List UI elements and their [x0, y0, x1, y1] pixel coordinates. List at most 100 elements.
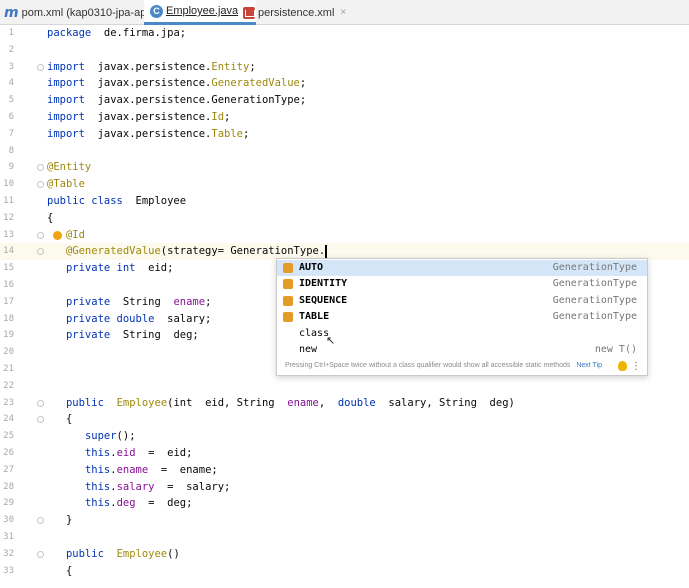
fold-marker-icon[interactable] [37, 181, 44, 189]
code-token [47, 430, 85, 442]
code-token: Table [211, 127, 243, 140]
completion-type: GenerationType [552, 278, 637, 290]
code-token: eid; [135, 262, 174, 275]
tab-employee-java[interactable]: C Employee.java × [144, 0, 256, 25]
fold-marker-icon[interactable] [37, 248, 44, 256]
code-token: . [110, 447, 117, 459]
code-token: public [65, 547, 104, 560]
code-line[interactable]: 18 private double salary; [0, 311, 689, 328]
line-number: 22 [3, 380, 14, 391]
code-line[interactable]: 26 this.eid = eid; [0, 445, 689, 462]
fold-marker-icon[interactable] [37, 416, 44, 424]
code-text: import javax.persistence.GenerationType; [47, 92, 306, 109]
tab-label: pom.xml (kap0310-jpa-app) [21, 6, 157, 19]
code-token: javax.persistence. [84, 111, 212, 123]
completion-name: AUTO [299, 262, 324, 273]
fold-marker-icon[interactable] [37, 399, 44, 407]
fold-marker-icon[interactable] [37, 164, 44, 172]
tab-persistence-xml[interactable]: persistence.xml × [243, 0, 346, 25]
code-line[interactable]: 27 this.ename = ename; [0, 462, 689, 479]
enum-constant-icon [283, 312, 293, 323]
code-token: this [84, 497, 111, 510]
completion-name: new [299, 344, 318, 355]
code-token [47, 262, 66, 274]
code-text: @GeneratedValue(strategy= GenerationType… [47, 243, 328, 260]
code-line[interactable]: 10@Table [0, 176, 689, 193]
code-line[interactable]: 9@Entity [0, 159, 689, 176]
code-line[interactable]: 29 this.deg = deg; [0, 495, 689, 512]
code-line[interactable]: 21 [0, 361, 689, 378]
code-line[interactable]: 15 private int eid; [0, 260, 689, 277]
code-token: import [47, 94, 85, 107]
code-token: Id [211, 111, 225, 123]
completion-type: GenerationType [552, 294, 637, 306]
code-line[interactable]: 28 this.salary = salary; [0, 479, 689, 496]
code-token: . [110, 463, 117, 476]
close-icon[interactable]: × [340, 7, 347, 18]
lightbulb-icon[interactable] [618, 361, 627, 371]
fold-marker-icon[interactable] [37, 550, 44, 558]
code-line[interactable]: 33 { [0, 563, 689, 580]
code-text: this.salary = salary; [47, 479, 230, 496]
code-token: . [110, 497, 117, 510]
code-line[interactable]: 16 [0, 277, 689, 294]
code-token: ; [249, 60, 256, 73]
code-token: = salary; [154, 480, 231, 493]
code-line[interactable]: 13 @Id [0, 227, 689, 244]
intention-bulb-icon[interactable] [53, 230, 62, 240]
code-line[interactable]: 30 } [0, 512, 689, 529]
code-line[interactable]: 19 private String deg; [0, 327, 689, 344]
code-line[interactable]: 31 [0, 529, 689, 546]
code-token: (); [116, 430, 136, 443]
line-number: 13 [3, 229, 14, 240]
code-text: { [47, 210, 53, 227]
code-text: this.deg = deg; [47, 495, 193, 512]
code-line[interactable]: 20 [0, 344, 689, 361]
code-token: super [84, 430, 117, 443]
next-tip-link[interactable]: Next Tip [576, 362, 603, 369]
code-line[interactable]: 8 [0, 143, 689, 160]
code-token: this [84, 480, 111, 493]
code-token: import [47, 77, 85, 90]
code-line[interactable]: 12{ [0, 210, 689, 227]
code-token [47, 447, 85, 459]
code-token [47, 313, 66, 325]
code-line[interactable]: 32 public Employee() [0, 546, 689, 563]
code-line[interactable]: 17 private String ename; [0, 294, 689, 311]
code-token: private double [65, 312, 155, 325]
line-number: 8 [8, 145, 14, 156]
code-token: Employee [116, 396, 168, 409]
code-token [47, 229, 66, 241]
completion-item[interactable]: class [277, 326, 647, 342]
fold-marker-icon[interactable] [37, 63, 44, 71]
code-text: private int eid; [47, 260, 173, 277]
code-text: public class Employee [47, 193, 186, 210]
tab-label: Employee.java [166, 5, 239, 17]
code-token: Employee [122, 195, 187, 207]
code-line[interactable]: 25 super(); [0, 428, 689, 445]
fold-marker-icon[interactable] [37, 517, 44, 525]
fold-marker-icon[interactable] [37, 231, 44, 239]
code-line[interactable]: 23 public Employee(int eid, String ename… [0, 395, 689, 412]
code-line[interactable]: 14 @GeneratedValue(strategy= GenerationT… [0, 243, 689, 261]
code-line[interactable]: 22 [0, 378, 689, 395]
code-token: public class [47, 195, 123, 207]
code-text: private String ename; [47, 294, 211, 311]
code-line[interactable]: 24 { [0, 411, 689, 428]
more-options-icon[interactable]: ⋮ [631, 361, 641, 372]
code-line[interactable]: 2 [0, 42, 689, 59]
